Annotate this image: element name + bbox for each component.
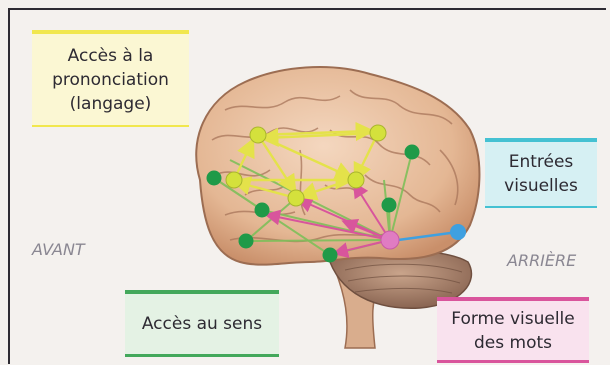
label-pronunciation-line-3: (langage) xyxy=(52,92,169,116)
node-sens-1 xyxy=(207,171,222,186)
label-word-form-line-2: des mots xyxy=(451,331,574,355)
node-sens-4 xyxy=(323,248,338,263)
node-pron-3 xyxy=(226,172,242,188)
node-sens-5 xyxy=(405,145,420,160)
node-sens-2 xyxy=(255,203,270,218)
node-sens-3 xyxy=(239,234,254,249)
node-word-form xyxy=(381,231,399,249)
label-pronunciation-line-2: prononciation xyxy=(52,68,169,92)
label-visual-input-line-1: Entrées xyxy=(504,150,578,174)
node-pron-4 xyxy=(348,172,364,188)
node-visual-input xyxy=(450,224,466,240)
orientation-front: AVANT xyxy=(32,240,85,259)
label-word-form: Forme visuelle des mots xyxy=(437,297,589,363)
node-sens-6 xyxy=(382,198,397,213)
label-meaning: Accès au sens xyxy=(125,290,279,357)
label-visual-input-line-2: visuelles xyxy=(504,174,578,198)
label-pronunciation-line-1: Accès à la xyxy=(52,44,169,68)
label-pronunciation: Accès à la prononciation (langage) xyxy=(32,30,189,127)
label-meaning-line-1: Accès au sens xyxy=(142,312,262,336)
label-visual-input: Entrées visuelles xyxy=(485,138,597,208)
orientation-back: ARRIÈRE xyxy=(507,251,576,270)
label-word-form-line-1: Forme visuelle xyxy=(451,307,574,331)
node-pron-2 xyxy=(370,125,386,141)
node-pron-1 xyxy=(250,127,266,143)
node-pron-5 xyxy=(288,190,304,206)
